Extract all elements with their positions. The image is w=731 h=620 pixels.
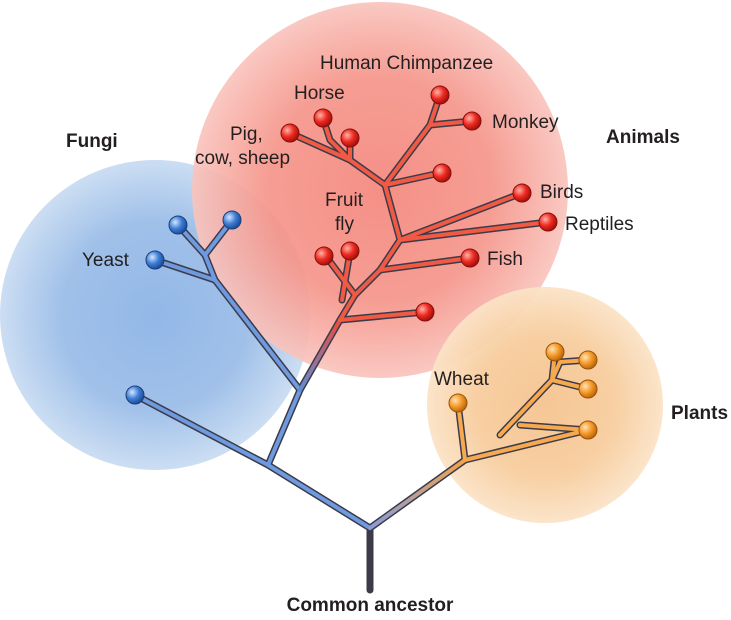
leaf-node-animal-b	[415, 302, 435, 322]
label-fish: Fish	[487, 249, 523, 270]
leaf-node-yeast	[145, 250, 165, 270]
label-cow-sheep: cow, sheep	[195, 148, 290, 169]
label-pig: Pig,	[230, 124, 263, 145]
leaf-node-birds	[512, 183, 532, 203]
group-label-animals: Animals	[606, 127, 680, 148]
leaf-node-plant-c	[578, 379, 598, 399]
leaf-node-plant-b	[578, 350, 598, 370]
leaf-node-fish	[460, 248, 480, 268]
leaf-node-fruit-fly-b	[340, 241, 360, 261]
label-fruit: Fruit	[325, 190, 364, 211]
leaf-node-cow	[340, 128, 360, 148]
label-fly: fly	[335, 214, 355, 235]
group-label-fungi: Fungi	[66, 131, 118, 152]
leaf-node-pig	[280, 123, 300, 143]
tree-branches	[131, 91, 592, 594]
leaf-node-horse	[313, 108, 333, 128]
leaf-node-monkey	[462, 111, 482, 131]
leaf-node-wheat	[448, 393, 468, 413]
animals-circle	[192, 2, 568, 378]
label-yeast: Yeast	[82, 250, 130, 271]
leaf-node-fruit-fly-a	[314, 246, 334, 266]
group-label-plants: Plants	[671, 403, 728, 424]
root-label: Common ancestor	[287, 595, 454, 616]
label-wheat: Wheat	[434, 369, 490, 390]
leaf-node-human	[430, 85, 450, 105]
leaf-node-plant-a	[545, 342, 565, 362]
label-reptiles: Reptiles	[565, 214, 634, 235]
label-human-chimpanzee: Human Chimpanzee	[320, 53, 493, 74]
label-birds: Birds	[540, 182, 583, 203]
leaf-node-animal-a	[432, 163, 452, 183]
label-monkey: Monkey	[492, 112, 559, 133]
leaf-node-fungi-b	[168, 215, 188, 235]
leaf-node-plant-d	[578, 420, 598, 440]
leaf-node-fungi-a	[125, 385, 145, 405]
plants-circle	[427, 287, 663, 523]
label-horse: Horse	[294, 83, 345, 104]
leaf-node-reptiles	[538, 212, 558, 232]
leaf-node-fungi-c	[222, 210, 242, 230]
